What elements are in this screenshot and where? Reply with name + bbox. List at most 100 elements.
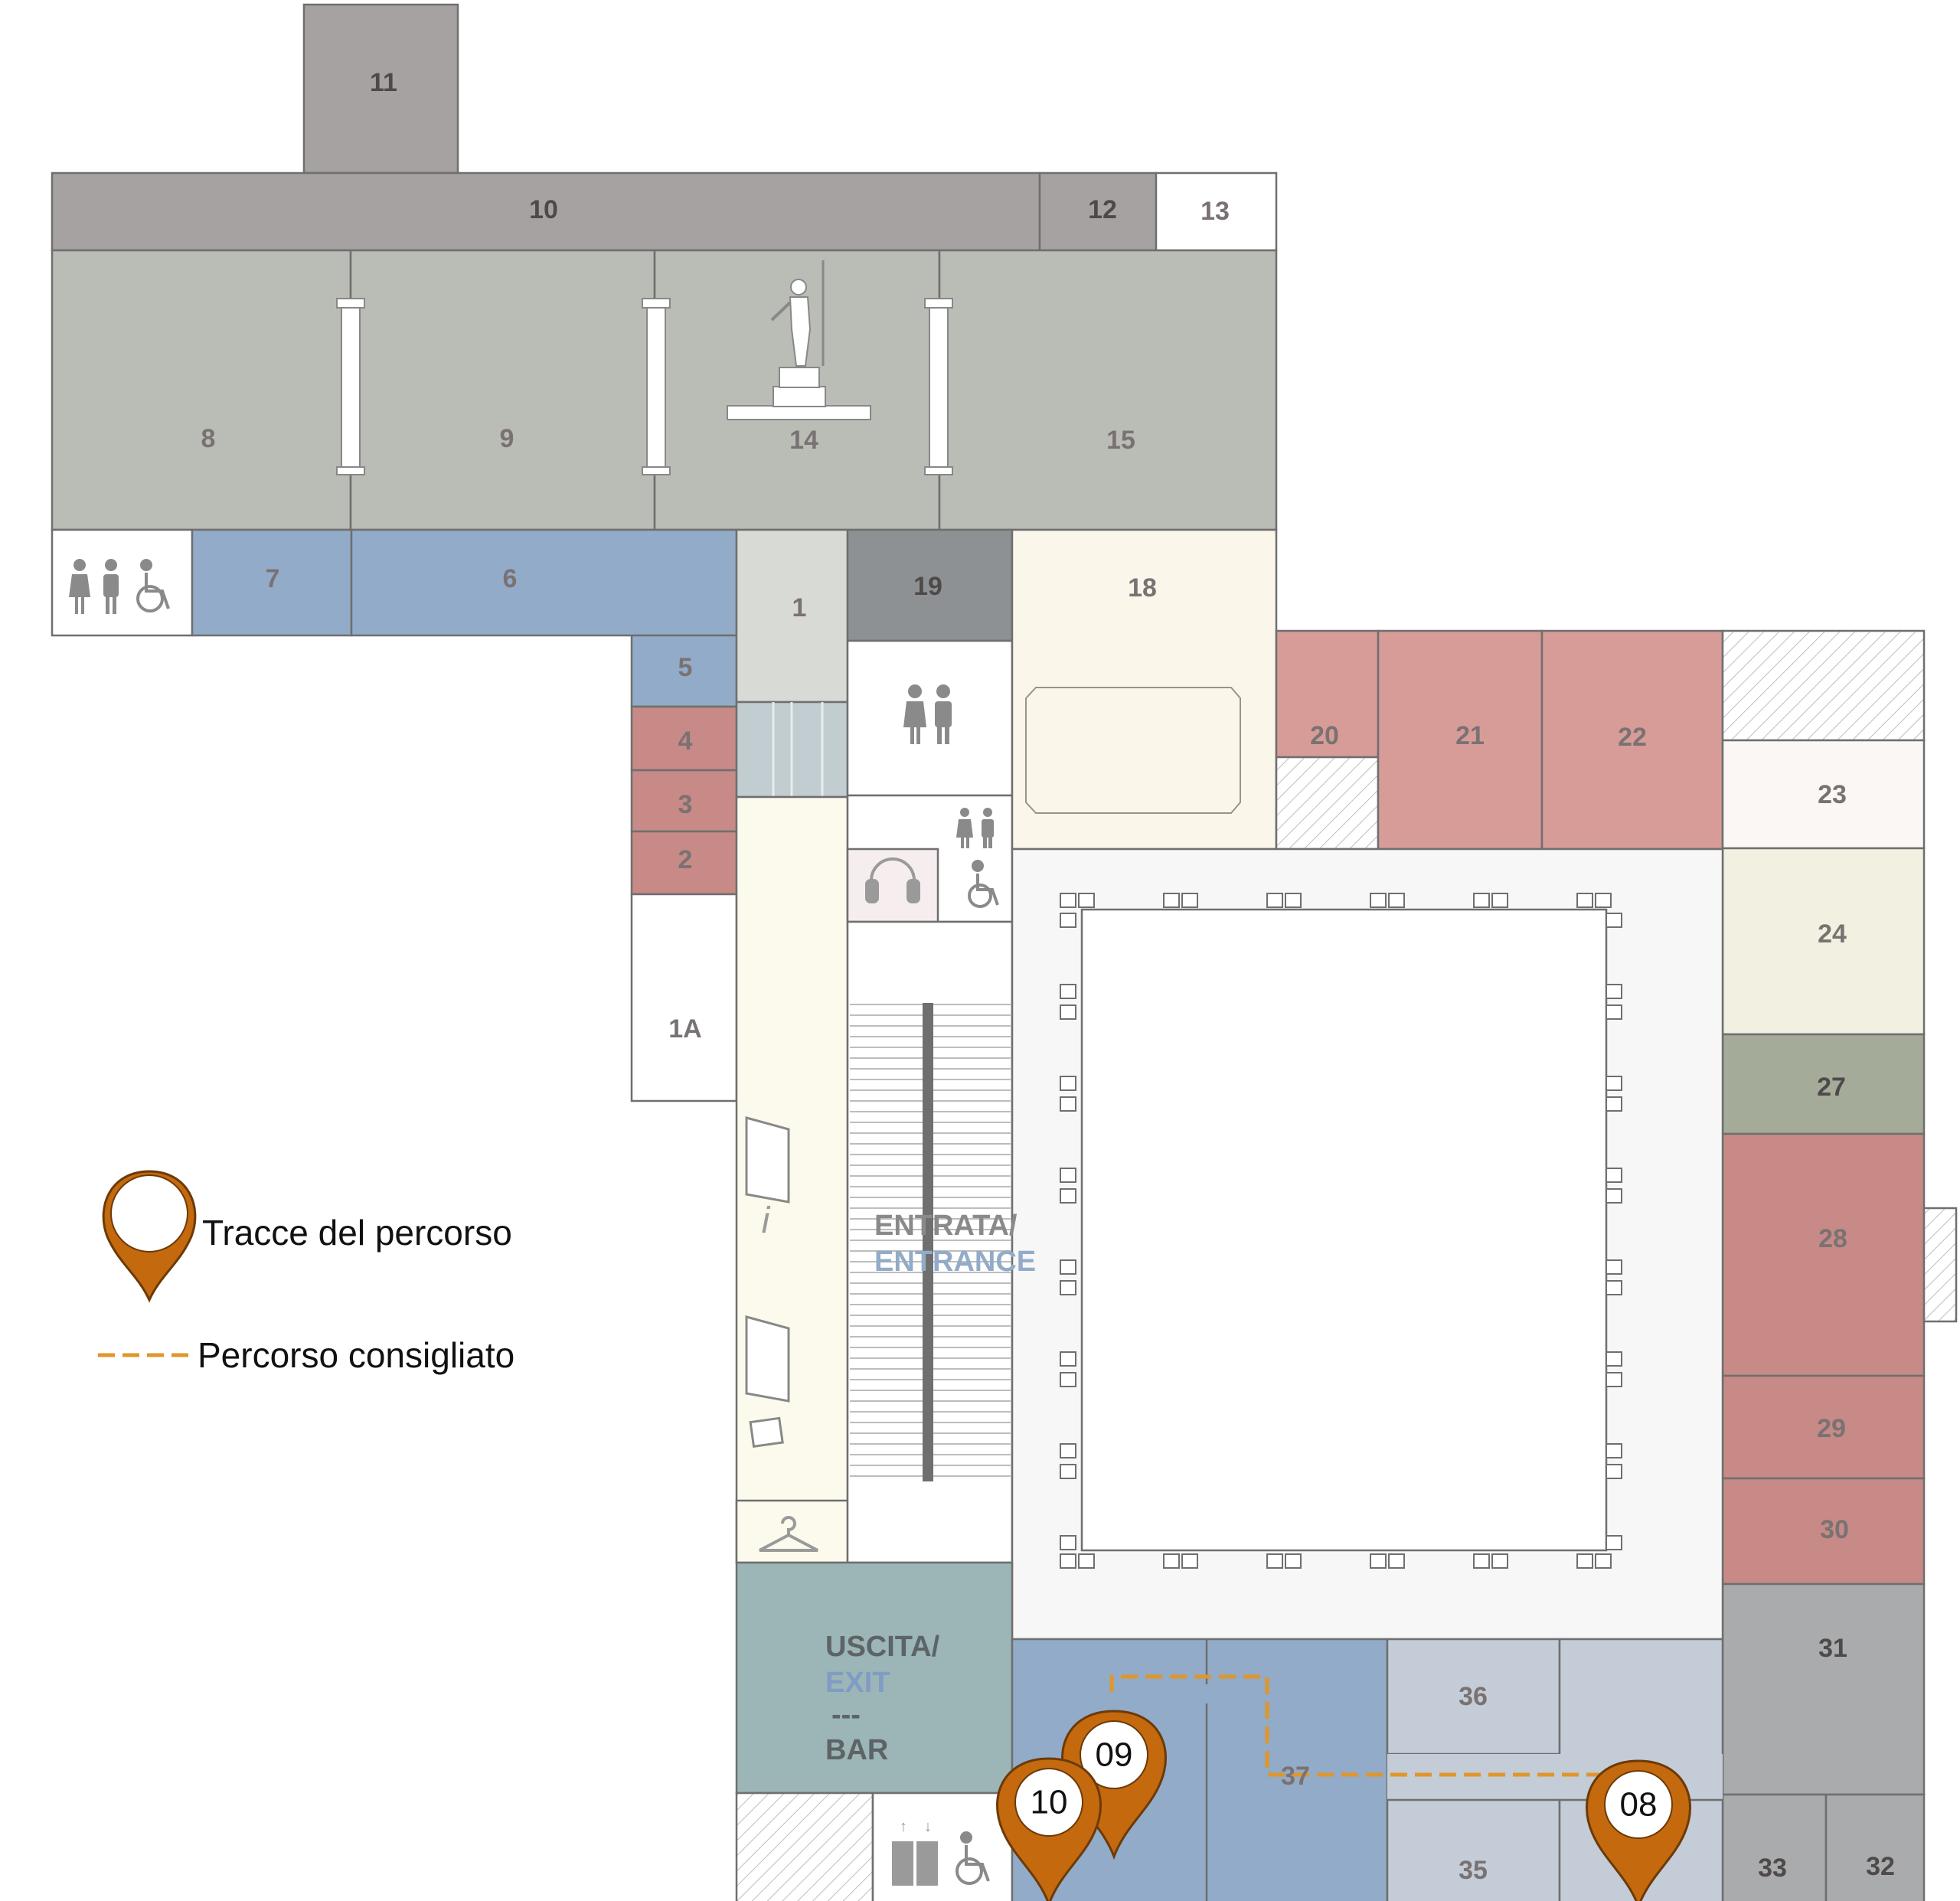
room-36-label: 36 (1459, 1682, 1488, 1711)
room-30[interactable] (1721, 1477, 1926, 1586)
room-6[interactable] (350, 528, 738, 637)
restroom-block-center (846, 639, 1014, 797)
room-4-label: 4 (678, 727, 693, 756)
trail-pin-09[interactable]: 09 (1061, 1710, 1167, 1860)
room-12-label: 12 (1088, 195, 1117, 224)
room-30-label: 30 (1820, 1515, 1849, 1544)
wheelchair-icon (956, 1831, 990, 1885)
pin-08-label: 08 (1620, 1786, 1658, 1824)
room-37-label: 37 (1281, 1762, 1310, 1791)
room-32-label: 32 (1866, 1852, 1895, 1881)
room-32[interactable] (1824, 1793, 1926, 1901)
info-label: i (762, 1200, 771, 1241)
coat-hanger-icon (759, 1516, 818, 1552)
room-9[interactable] (349, 249, 656, 531)
audioguide-room[interactable] (846, 848, 939, 923)
room-11-label: 11 (370, 68, 397, 97)
room-10-label: 10 (529, 195, 558, 224)
room-33-label: 33 (1758, 1854, 1787, 1883)
room-5[interactable] (630, 634, 738, 708)
statue-icon (727, 260, 871, 420)
svg-text:↑: ↑ (900, 1818, 907, 1835)
pin-09-label: 09 (1096, 1736, 1133, 1774)
legend-pin-label: Tracce del percorso (202, 1213, 512, 1253)
room-35-label: 35 (1459, 1856, 1488, 1885)
room-28[interactable] (1721, 1132, 1926, 1377)
exit-label-it: USCITA/ (825, 1631, 940, 1663)
room-36[interactable] (1386, 1638, 1561, 1756)
room-6-label: 6 (503, 564, 518, 593)
wheelchair-icon (968, 860, 999, 908)
room-15[interactable] (938, 249, 1278, 531)
column-icon (924, 298, 953, 475)
room-19[interactable] (846, 528, 1014, 642)
room-1a-label: 1A (668, 1014, 701, 1044)
room-33[interactable] (1721, 1793, 1828, 1901)
room-28-annex (1922, 1207, 1958, 1323)
room-23-label: 23 (1818, 780, 1847, 809)
restroom-icon (903, 684, 952, 744)
recommended-path (1109, 1674, 1606, 1777)
legend: Tracce del percorso Percorso consigliato (98, 1170, 514, 1375)
room-27-label: 27 (1817, 1073, 1846, 1102)
room-28-label: 28 (1818, 1224, 1847, 1253)
entrance-label-en: ENTRANCE (874, 1246, 1036, 1278)
room-1a[interactable] (630, 893, 738, 1102)
room-7[interactable] (191, 528, 353, 637)
room-3-label: 3 (678, 790, 693, 819)
room-13-label: 13 (1200, 197, 1230, 226)
room-3[interactable] (630, 769, 738, 833)
room-1[interactable] (735, 528, 849, 704)
stairs-steps (850, 1004, 1011, 1477)
room-21-label: 21 (1455, 721, 1485, 750)
brochure-icon (745, 1315, 790, 1449)
room-20-label: 20 (1310, 721, 1339, 750)
restroom-icon (69, 559, 119, 614)
legend-pin-icon (102, 1170, 197, 1303)
room-27[interactable] (1721, 1033, 1926, 1135)
room-24-label: 24 (1818, 919, 1847, 949)
room-1-label: 1 (792, 593, 807, 622)
room-15-label: 15 (1106, 426, 1135, 455)
trail-pin-10[interactable]: 10 (996, 1757, 1102, 1901)
headphones-icon[interactable] (865, 857, 920, 903)
room-7-label: 7 (266, 564, 280, 593)
room-31[interactable] (1721, 1583, 1926, 1796)
room-20[interactable] (1275, 629, 1380, 759)
exit-label-en: EXIT (825, 1667, 890, 1699)
trail-pin-08[interactable]: 08 (1586, 1759, 1691, 1901)
legend-path-label: Percorso consigliato (198, 1335, 514, 1375)
room-11[interactable] (302, 3, 459, 175)
restroom-icon (956, 808, 994, 848)
exit-separator: --- (831, 1699, 861, 1731)
exit-bar[interactable] (735, 1561, 1014, 1795)
room-29[interactable] (1721, 1374, 1926, 1480)
room-23[interactable] (1721, 739, 1926, 850)
room-35[interactable] (1386, 1798, 1561, 1901)
room-9-label: 9 (500, 424, 514, 453)
cloakroom (735, 1499, 849, 1564)
restroom-block-west (51, 528, 194, 637)
room-east-hatch (1721, 629, 1926, 742)
info-icon: i (745, 1116, 790, 1241)
wheelchair-icon (136, 559, 170, 612)
column-icon (336, 298, 365, 475)
svg-text:↓: ↓ (924, 1818, 932, 1835)
entrance-label-it: ENTRATA/ (874, 1210, 1018, 1242)
room-21[interactable] (1377, 629, 1544, 851)
room-14-label: 14 (789, 426, 818, 455)
room-12[interactable] (1038, 171, 1158, 252)
room-10[interactable] (51, 171, 1041, 252)
bar-label: BAR (825, 1734, 888, 1766)
cloister-columns (1060, 893, 1622, 1569)
room-19-label: 19 (913, 572, 942, 601)
room-8-label: 8 (201, 424, 216, 453)
room-8[interactable] (51, 249, 352, 531)
room-31-label: 31 (1818, 1634, 1847, 1663)
room-20-hatch (1275, 756, 1380, 851)
exit-hatch (735, 1792, 874, 1901)
room-18-label: 18 (1128, 573, 1157, 603)
elevator-icon[interactable]: ↑ ↓ (892, 1818, 938, 1886)
room-13[interactable] (1155, 171, 1278, 252)
